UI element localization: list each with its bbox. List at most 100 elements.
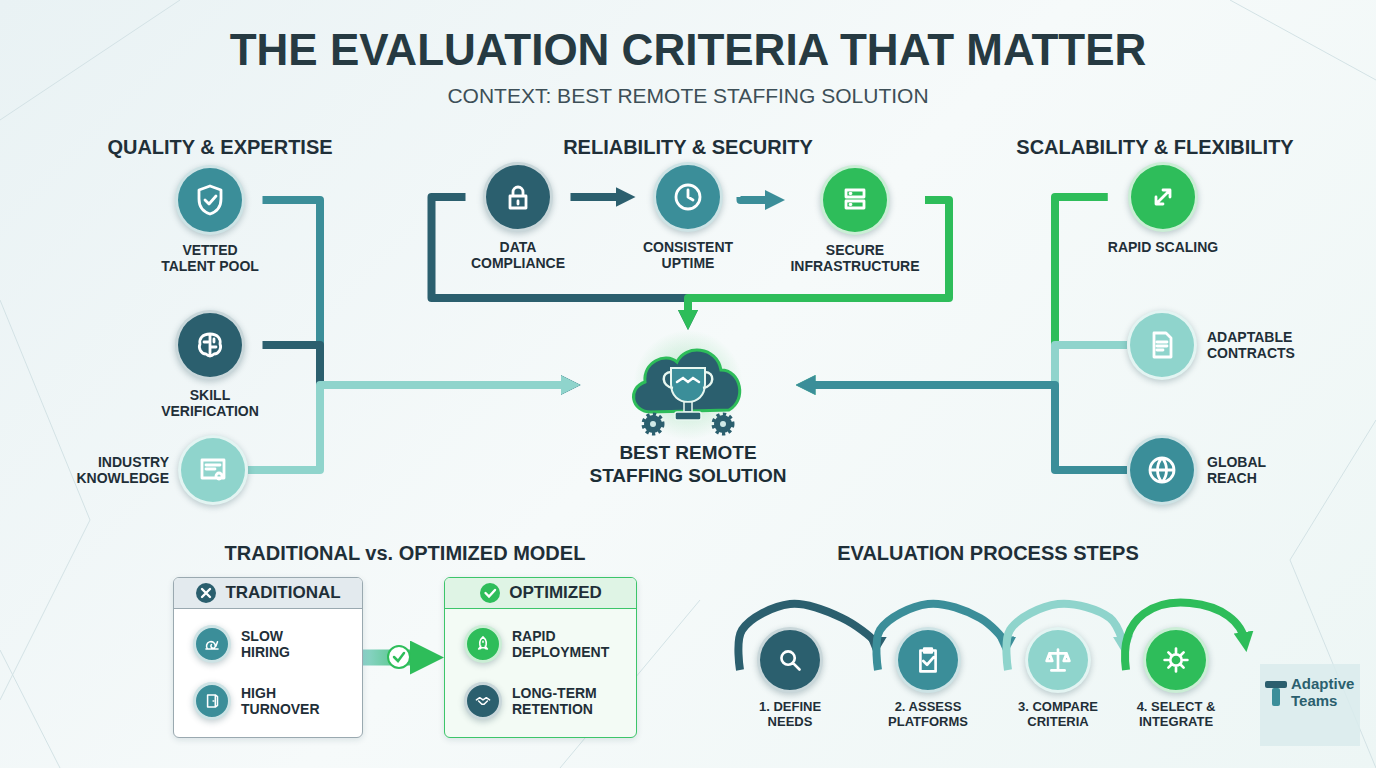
criterion-node: CONSISTENT UPTIME (636, 162, 741, 271)
box-header: OPTIMIZED (445, 578, 636, 609)
icon-glyph (668, 177, 708, 217)
model-item: SLOW HIRING (193, 625, 331, 663)
icon-glyph (472, 633, 494, 655)
icon-circle (653, 162, 723, 232)
node-label: 1. DEFINE NEEDS (740, 700, 840, 730)
flow-arrow (248, 385, 571, 470)
node-label: SKILL VERIFICATION (158, 387, 263, 419)
icon-glyph (201, 690, 223, 712)
icon-glyph (835, 180, 875, 220)
icon-glyph (201, 633, 223, 655)
icon-glyph (498, 177, 538, 217)
logo-text: Adaptive Teams (1291, 676, 1357, 709)
icon-circle (1143, 627, 1209, 693)
process-step: 2. ASSESS PLATFORMS (878, 627, 978, 730)
icon-glyph (1157, 641, 1195, 679)
model-box: TRADITIONAL SLOW HIRING HIGH TURNOVER (173, 577, 363, 738)
subtitle: CONTEXT: BEST REMOTE STAFFING SOLUTION (447, 84, 928, 107)
flow-arrow (688, 200, 949, 320)
icon-circle (1025, 627, 1091, 693)
node-label: SECURE INFRASTRUCTURE (785, 242, 925, 274)
header-icon (479, 582, 501, 604)
flow-arrow (432, 197, 689, 320)
node-label: VETTED TALENT POOL (158, 242, 263, 274)
process-step: 1. DEFINE NEEDS (740, 627, 840, 730)
icon-circle (175, 310, 245, 380)
hub-illustration (613, 330, 763, 440)
flow-arrow (263, 345, 571, 385)
section-heading: TRADITIONAL vs. OPTIMIZED MODEL (225, 542, 586, 564)
flow-arrow (571, 193, 626, 201)
criterion-node: RAPID SCALING (1108, 162, 1218, 255)
node-label: GLOBAL REACH (1207, 454, 1302, 486)
section-heading: RELIABILITY & SECURITY (563, 136, 813, 158)
check-mark (394, 653, 404, 661)
node-label: SLOW HIRING (241, 628, 331, 660)
node-label: TRADITIONAL (225, 583, 340, 603)
icon-circle (895, 627, 961, 693)
icon-glyph (190, 180, 230, 220)
icon-circle (175, 165, 245, 235)
header-icon (195, 582, 217, 604)
icon-glyph (1143, 177, 1183, 217)
node-label: ADAPTABLE CONTRACTS (1207, 329, 1307, 361)
icon-glyph (1142, 325, 1182, 365)
flow-arrow (806, 385, 1128, 470)
icon-circle (757, 627, 823, 693)
model-box: OPTIMIZED RAPID DEPLOYMENT LONG-TERM RETEN… (444, 577, 637, 738)
criterion-node: INDUSTRY KNOWLEDGE (69, 435, 248, 505)
node-label: DATA COMPLIANCE (466, 239, 571, 271)
node-label: OPTIMIZED (509, 583, 602, 603)
node-label: HIGH TURNOVER (241, 685, 331, 717)
criterion-node: ADAPTABLE CONTRACTS (1127, 310, 1307, 380)
node-label: LONG-TERM RETENTION (512, 685, 612, 717)
criterion-node: SKILL VERIFICATION (158, 310, 263, 419)
section-heading: EVALUATION PROCESS STEPS (837, 542, 1139, 564)
icon-glyph (1039, 641, 1077, 679)
icon-circle (464, 682, 502, 720)
criterion-node: SECURE INFRASTRUCTURE (785, 165, 925, 274)
icon-circle (193, 682, 231, 720)
icon-glyph (1142, 450, 1182, 490)
hub-node: BEST REMOTE STAFFING SOLUTION (581, 330, 796, 488)
icon-circle (1127, 310, 1197, 380)
criterion-node: GLOBAL REACH (1127, 435, 1302, 505)
flow-arrow (741, 197, 776, 200)
process-step: 3. COMPARE CRITERIA (1008, 627, 1108, 730)
icon-glyph (193, 450, 233, 490)
icon-glyph (771, 641, 809, 679)
icon-circle (193, 625, 231, 663)
diagram-title: THE EVALUATION CRITERIA THAT MATTER (230, 28, 1147, 72)
model-item: LONG-TERM RETENTION (464, 682, 612, 720)
icon-circle (1127, 435, 1197, 505)
node-label: INDUSTRY KNOWLEDGE (69, 454, 169, 486)
icon-glyph (909, 641, 947, 679)
icon-circle (1128, 162, 1198, 232)
model-item: HIGH TURNOVER (193, 682, 331, 720)
section-heading: QUALITY & EXPERTISE (107, 136, 332, 158)
icon-glyph (472, 690, 494, 712)
node-label: RAPID DEPLOYMENT (512, 628, 612, 660)
criterion-node: DATA COMPLIANCE (466, 162, 571, 271)
process-step: 4. SELECT & INTEGRATE (1126, 627, 1226, 730)
icon-circle (178, 435, 248, 505)
check-badge (388, 646, 410, 668)
node-label: RAPID SCALING (1108, 239, 1218, 255)
icon-glyph (190, 325, 230, 365)
node-label: 3. COMPARE CRITERIA (1008, 700, 1108, 730)
node-label: BEST REMOTE STAFFING SOLUTION (581, 442, 796, 488)
flow-arrow (806, 345, 1128, 385)
logo-mark (1265, 681, 1287, 706)
section-heading: SCALABILITY & FLEXIBILITY (1016, 136, 1293, 158)
node-label: CONSISTENT UPTIME (636, 239, 741, 271)
icon-circle (820, 165, 890, 235)
node-label: 4. SELECT & INTEGRATE (1126, 700, 1226, 730)
icon-circle (483, 162, 553, 232)
node-label: 2. ASSESS PLATFORMS (878, 700, 978, 730)
criterion-node: VETTED TALENT POOL (158, 165, 263, 274)
logo-patch (1260, 664, 1360, 746)
box-header: TRADITIONAL (174, 578, 362, 609)
model-item: RAPID DEPLOYMENT (464, 625, 612, 663)
icon-circle (464, 625, 502, 663)
